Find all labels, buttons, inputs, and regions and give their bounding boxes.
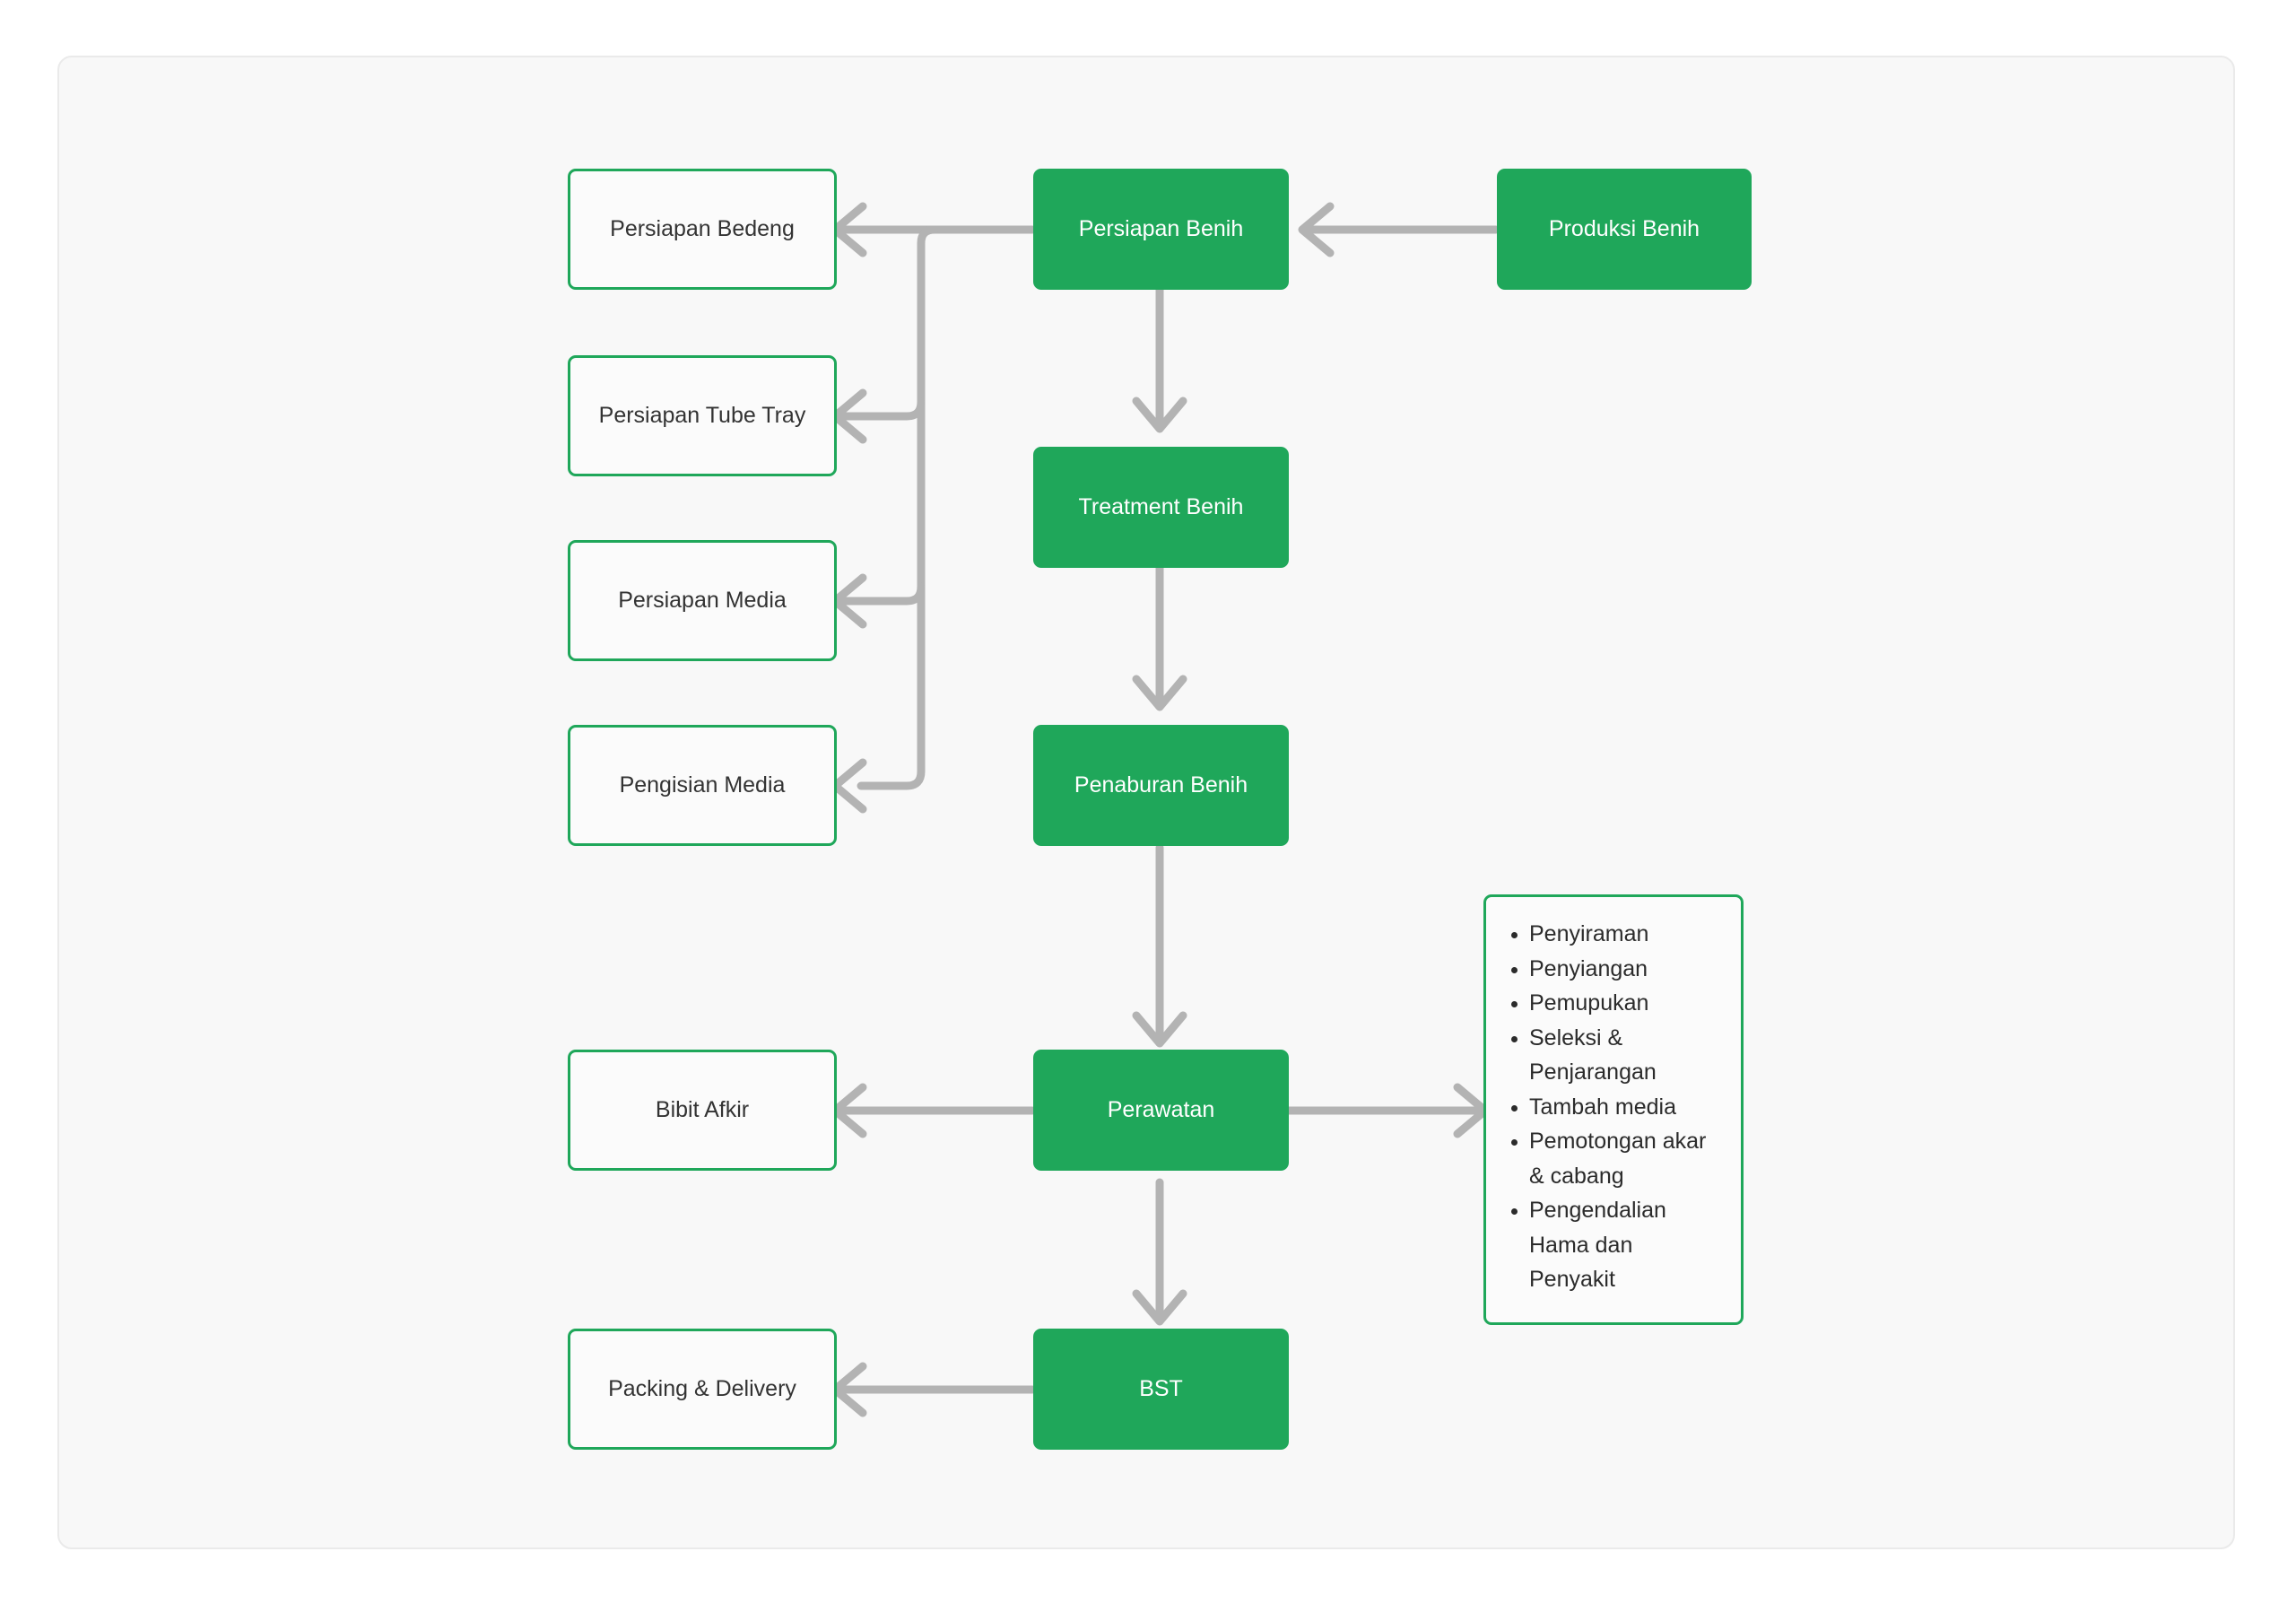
node-label: Packing & Delivery bbox=[608, 1375, 796, 1401]
node-label: Pengisian Media bbox=[619, 771, 786, 798]
node-bst[interactable]: BST bbox=[1033, 1329, 1289, 1450]
node-persiapan-media[interactable]: Persiapan Media bbox=[568, 540, 837, 661]
node-label: Bibit Afkir bbox=[655, 1096, 750, 1122]
perawatan-task-list: Penyiraman Penyiangan Pemupukan Seleksi … bbox=[1499, 917, 1725, 1297]
node-label: Persiapan Benih bbox=[1078, 215, 1244, 241]
node-treatment-benih[interactable]: Treatment Benih bbox=[1033, 447, 1289, 568]
node-label: Penaburan Benih bbox=[1074, 771, 1248, 798]
list-item: Penyiraman bbox=[1529, 917, 1725, 952]
node-produksi-benih[interactable]: Produksi Benih bbox=[1497, 169, 1752, 290]
node-persiapan-benih[interactable]: Persiapan Benih bbox=[1033, 169, 1289, 290]
node-perawatan[interactable]: Perawatan bbox=[1033, 1050, 1289, 1171]
node-label: Persiapan Bedeng bbox=[610, 215, 795, 241]
list-item: Pemupukan bbox=[1529, 986, 1725, 1021]
node-label: Treatment Benih bbox=[1078, 493, 1244, 519]
node-penaburan-benih[interactable]: Penaburan Benih bbox=[1033, 725, 1289, 846]
list-item: Penyiangan bbox=[1529, 952, 1725, 987]
node-label: Persiapan Tube Tray bbox=[598, 402, 806, 428]
node-pengisian-media[interactable]: Pengisian Media bbox=[568, 725, 837, 846]
node-label: BST bbox=[1139, 1375, 1183, 1401]
node-label: Persiapan Media bbox=[618, 587, 787, 613]
node-bibit-afkir[interactable]: Bibit Afkir bbox=[568, 1050, 837, 1171]
node-label: Produksi Benih bbox=[1548, 215, 1700, 241]
node-persiapan-tube-tray[interactable]: Persiapan Tube Tray bbox=[568, 355, 837, 476]
node-packing-delivery[interactable]: Packing & Delivery bbox=[568, 1329, 837, 1450]
list-item: Pemotongan akar & cabang bbox=[1529, 1124, 1725, 1193]
list-item: Seleksi & Penjarangan bbox=[1529, 1021, 1725, 1090]
node-persiapan-bedeng[interactable]: Persiapan Bedeng bbox=[568, 169, 837, 290]
node-label: Perawatan bbox=[1107, 1096, 1215, 1122]
node-perawatan-tasks[interactable]: Penyiraman Penyiangan Pemupukan Seleksi … bbox=[1483, 894, 1744, 1325]
list-item: Pengendalian Hama dan Penyakit bbox=[1529, 1193, 1725, 1297]
list-item: Tambah media bbox=[1529, 1090, 1725, 1125]
